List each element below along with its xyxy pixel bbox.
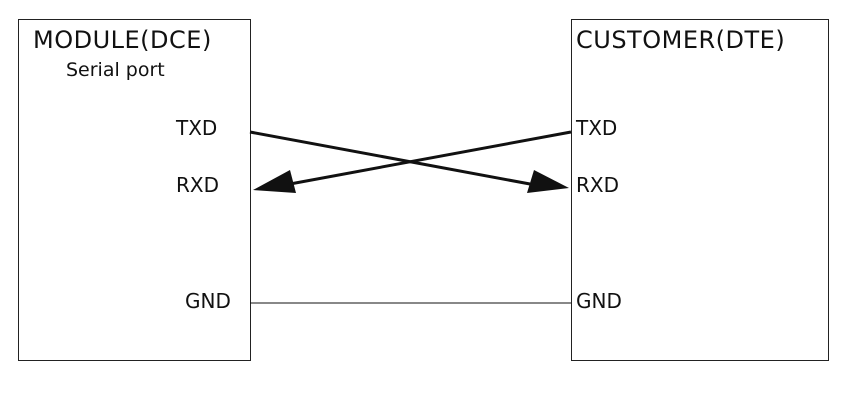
module-rxd-arrow-icon [253, 170, 296, 193]
module-txd-to-customer-rxd-wire [249, 130, 531, 186]
module-txd-label: TXD [176, 116, 218, 140]
module-serial-port-label: Serial port [66, 59, 165, 81]
customer-dte-title: CUSTOMER(DTE) [576, 26, 786, 54]
customer-txd-label: TXD [576, 116, 618, 140]
module-dce-box [18, 19, 251, 361]
customer-gnd-label: GND [576, 289, 622, 313]
customer-rxd-arrow-icon [527, 170, 569, 193]
customer-rxd-label: RXD [576, 173, 619, 197]
module-dce-title: MODULE(DCE) [33, 26, 212, 54]
customer-txd-to-module-rxd-wire [289, 130, 572, 186]
module-rxd-label: RXD [176, 173, 219, 197]
module-gnd-label: GND [185, 289, 231, 313]
customer-dte-box [571, 19, 829, 361]
